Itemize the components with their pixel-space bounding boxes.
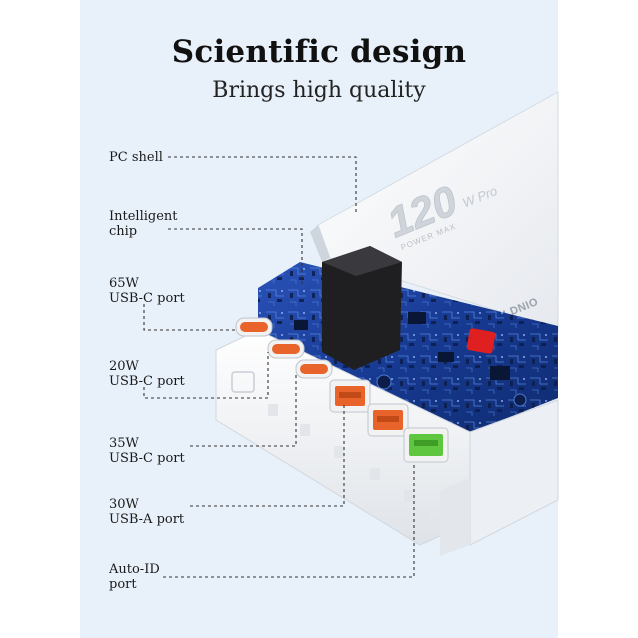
usb-c-35w-leader [190, 374, 297, 447]
usb-c-65w-leader [143, 304, 236, 331]
usb-c-20w-label: 20W USB-C port [109, 359, 185, 389]
usb-c-35w-port [295, 359, 333, 379]
usb-c-20w-leader [143, 352, 269, 399]
intelligent-chip-leader [168, 228, 303, 284]
usb-c-65w-port [235, 317, 273, 337]
auto-id-label: Auto-ID port [109, 562, 160, 592]
usb-c-65w-label: 65W USB-C port [109, 276, 185, 306]
auto-id-leader [163, 462, 415, 578]
pc-shell-label: PC shell [109, 150, 163, 165]
intelligent-chip-label: Intelligent chip [109, 209, 178, 239]
usb-a-30w-port-1 [329, 379, 371, 413]
usb-c-35w-label: 35W USB-C port [109, 436, 185, 466]
intelligent-chip [466, 328, 496, 354]
page-subtitle: Brings high quality [212, 78, 426, 103]
usb-a-30w-port-2 [367, 403, 409, 437]
usb-a-30w-leader [190, 404, 345, 507]
pc-shell-leader [168, 156, 357, 214]
auto-id-port [403, 427, 449, 463]
usb-a-30w-label: 30W USB-A port [109, 497, 185, 527]
circuit-board [258, 246, 558, 440]
page-title: Scientific design [171, 34, 467, 70]
usb-c-20w-port [267, 339, 305, 359]
